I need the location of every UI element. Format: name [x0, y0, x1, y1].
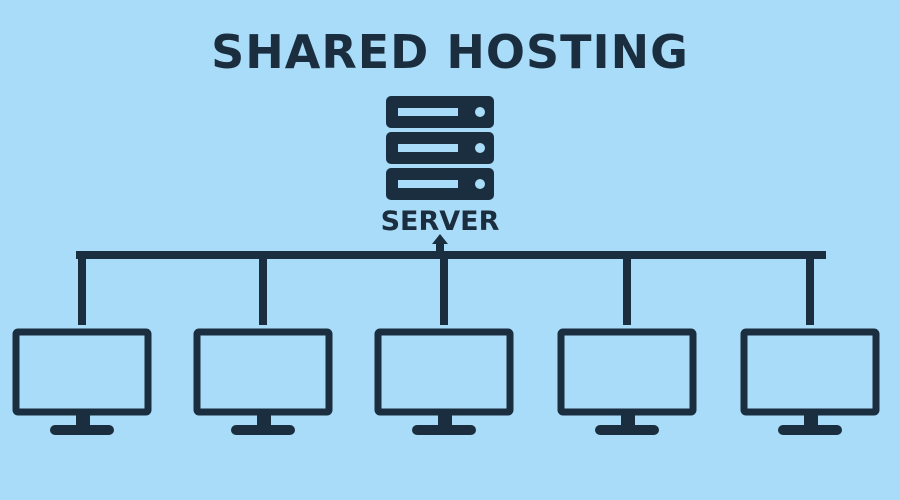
client-monitor [557, 328, 697, 435]
server-rack-icon [386, 96, 494, 200]
monitor-neck [804, 414, 818, 426]
diagram-title: SHARED HOSTING [211, 25, 689, 79]
monitor-neck [257, 414, 271, 426]
monitor-screen [740, 328, 880, 416]
server-drive-slot [398, 180, 458, 188]
client-drop-line [259, 255, 267, 325]
server-link [436, 240, 444, 255]
client-monitor [193, 328, 333, 435]
client-monitor [374, 328, 514, 435]
server-unit [386, 168, 494, 200]
server-label: SERVER [380, 206, 500, 237]
server-unit [386, 132, 494, 164]
server-unit [386, 96, 494, 128]
server-drive-slot [398, 144, 458, 152]
network-connectors [76, 234, 826, 325]
arrow-up-icon [432, 234, 448, 244]
monitor-neck [76, 414, 90, 426]
client-monitor [740, 328, 880, 435]
server-led-icon [475, 107, 485, 117]
client-drop-line [623, 255, 631, 325]
client-monitor [12, 328, 152, 435]
bus-line [76, 251, 826, 259]
server-led-icon [475, 143, 485, 153]
client-drop-line [440, 255, 448, 325]
monitor-stand [231, 425, 295, 435]
monitor-stand [412, 425, 476, 435]
monitor-stand [778, 425, 842, 435]
server-drive-slot [398, 108, 458, 116]
monitor-screen [193, 328, 333, 416]
client-drop-line [806, 255, 814, 325]
monitor-neck [438, 414, 452, 426]
client-monitors [12, 328, 880, 435]
client-drop-line [78, 255, 86, 325]
monitor-neck [621, 414, 635, 426]
server-led-icon [475, 179, 485, 189]
monitor-stand [595, 425, 659, 435]
monitor-stand [50, 425, 114, 435]
monitor-screen [557, 328, 697, 416]
monitor-screen [374, 328, 514, 416]
monitor-screen [12, 328, 152, 416]
